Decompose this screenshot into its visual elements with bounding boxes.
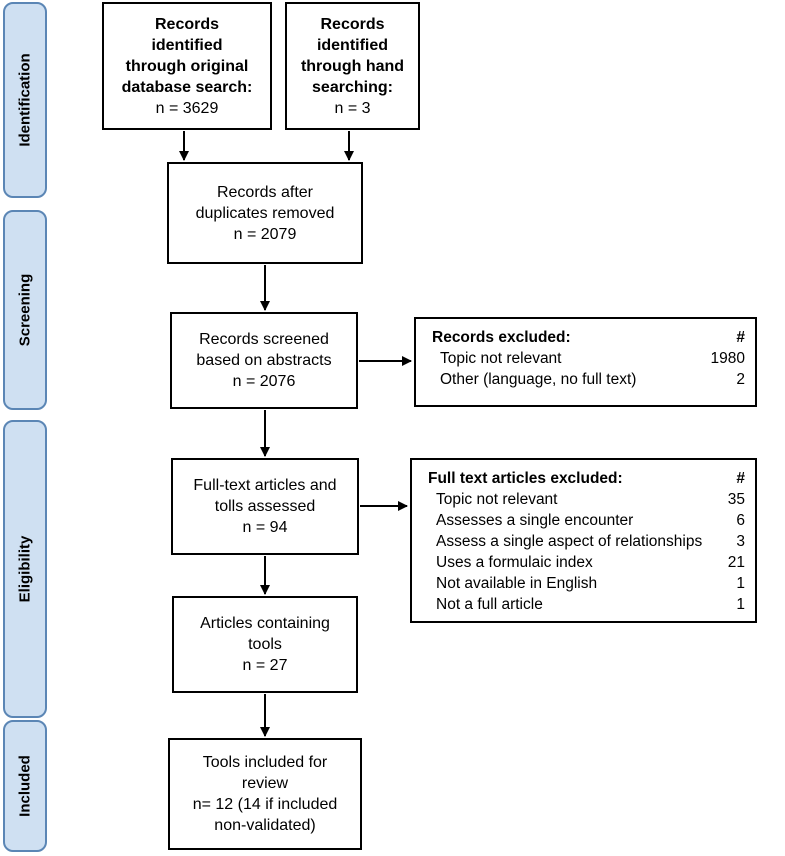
box-line: Records after	[216, 183, 314, 201]
records-excluded-header: Records excluded: #	[432, 327, 745, 348]
fulltext-excluded-title: Full text articles excluded:	[428, 470, 623, 487]
exclusion-row: Not a full article 1	[428, 594, 745, 615]
fulltext-excluded-header: Full text articles excluded: #	[428, 468, 745, 489]
exclusion-row: Not available in English 1	[428, 573, 745, 594]
exclusion-row: Topic not relevant 35	[428, 489, 745, 510]
box-line: Full-text articles and	[193, 477, 337, 494]
box-line: review	[241, 775, 289, 792]
box-line: n = 94	[242, 519, 288, 536]
box-database-search: Records identified through original data…	[102, 2, 272, 130]
exclusion-count: 3	[736, 533, 745, 550]
box-line: database search:	[121, 78, 253, 96]
box-line: n = 2079	[233, 225, 297, 243]
exclusion-reason: Topic not relevant	[440, 350, 562, 367]
exclusion-row: Other (language, no full text) 2	[432, 369, 745, 390]
box-line: tools	[248, 636, 282, 653]
box-tools-included: Tools included for review n= 12 (14 if i…	[168, 738, 362, 850]
exclusion-count: 21	[727, 554, 745, 571]
exclusion-row: Topic not relevant 1980	[432, 348, 745, 369]
records-excluded-box: Records excluded: # Topic not relevant 1…	[414, 317, 757, 407]
phase-identification: Identification	[3, 2, 47, 198]
box-line: identified	[316, 36, 389, 54]
box-hand-searching: Records identified through hand searchin…	[285, 2, 420, 130]
records-excluded-title: Records excluded:	[432, 329, 571, 346]
box-duplicates-removed: Records after duplicates removed n = 207…	[167, 162, 363, 264]
exclusion-reason: Assesses a single encounter	[436, 512, 634, 529]
exclusion-reason: Not a full article	[436, 596, 543, 613]
exclusion-reason: Other (language, no full text)	[440, 371, 637, 388]
exclusion-count: 6	[736, 512, 745, 529]
box-line: n = 3629	[155, 99, 219, 117]
exclusion-row: Uses a formulaic index 21	[428, 552, 745, 573]
exclusion-count: 35	[727, 491, 745, 508]
phase-included: Included	[3, 720, 47, 852]
box-line: n = 27	[242, 657, 288, 674]
exclusion-count: 1	[736, 596, 745, 613]
phase-eligibility: Eligibility	[3, 420, 47, 718]
exclusion-reason: Assess a single aspect of relationships	[436, 533, 703, 550]
box-line: non-validated)	[214, 817, 316, 834]
box-containing-tools: Articles containing tools n = 27	[172, 596, 358, 693]
records-excluded-count-header: #	[736, 329, 745, 346]
box-line: Articles containing	[200, 615, 330, 632]
exclusion-reason: Uses a formulaic index	[436, 554, 593, 571]
box-screened: Records screened based on abstracts n = …	[170, 312, 358, 409]
box-line: through hand	[300, 57, 405, 75]
box-line: n= 12 (14 if included	[192, 796, 338, 813]
box-line: Records	[154, 15, 220, 33]
exclusion-count: 1	[736, 575, 745, 592]
box-line: identified	[151, 36, 223, 54]
fulltext-excluded-count-header: #	[736, 470, 745, 487]
phase-screening: Screening	[3, 210, 47, 410]
box-line: Records screened	[199, 331, 329, 348]
box-line: Records	[320, 15, 385, 33]
box-line: duplicates removed	[195, 204, 335, 222]
box-line: searching:	[312, 78, 393, 96]
box-line: n = 3	[334, 99, 371, 117]
exclusion-row: Assess a single aspect of relationships …	[428, 531, 745, 552]
box-line: based on abstracts	[196, 352, 332, 369]
exclusion-row: Assesses a single encounter 6	[428, 510, 745, 531]
exclusion-count: 1980	[710, 350, 745, 367]
box-line: tolls assessed	[214, 498, 316, 515]
box-full-text-assessed: Full-text articles and tolls assessed n …	[171, 458, 359, 555]
exclusion-reason: Topic not relevant	[436, 491, 558, 508]
fulltext-excluded-box: Full text articles excluded: # Topic not…	[410, 458, 757, 623]
box-line: through original	[125, 57, 249, 75]
box-line: n = 2076	[232, 373, 296, 390]
exclusion-count: 2	[736, 371, 745, 388]
exclusion-reason: Not available in English	[436, 575, 598, 592]
box-line: Tools included for	[202, 754, 328, 771]
